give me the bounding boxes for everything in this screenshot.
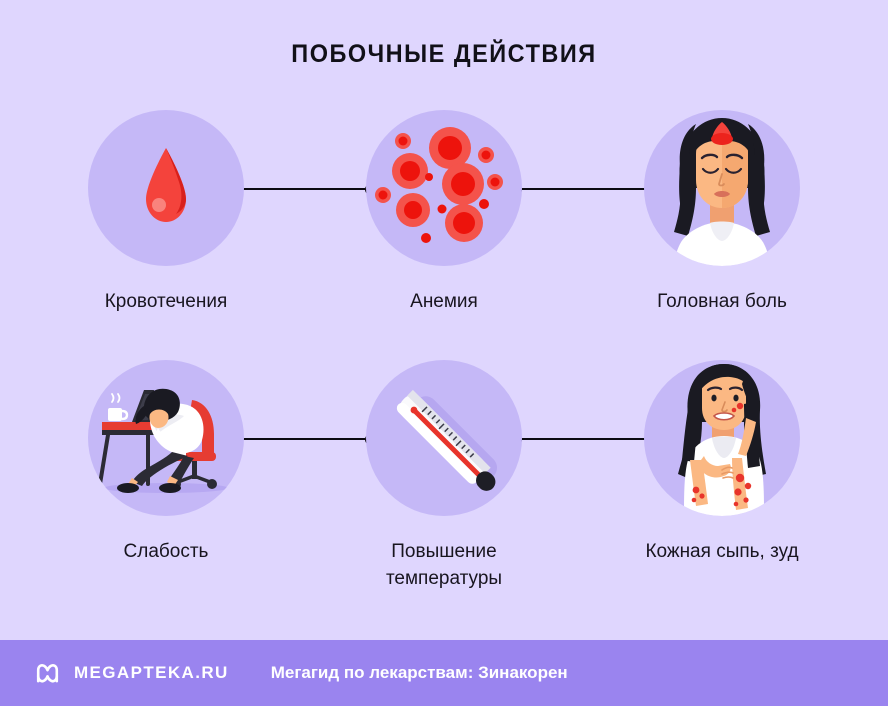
woman-headache-icon — [674, 118, 770, 266]
symptom-label: Повышение температуры — [296, 538, 592, 592]
symptom-item-headache[interactable]: Головная боль — [574, 110, 870, 315]
symptom-label: Кожная сыпь, зуд — [645, 541, 799, 562]
symptom-label-line2: температуры — [385, 568, 503, 589]
symptom-item-anemia[interactable]: Анемия — [296, 110, 592, 315]
symptom-item-weakness[interactable]: Слабость — [18, 360, 314, 565]
connector-line — [242, 188, 365, 190]
thermometer-icon — [396, 389, 498, 491]
footer-tagline: Мегагид по лекарствам: Зинакорен — [270, 663, 568, 682]
connector-line — [242, 438, 365, 440]
symptom-label-line1: Повышение — [391, 541, 497, 562]
blood-cells-icon — [375, 127, 503, 243]
connector-line — [522, 188, 645, 190]
symptoms-row-2: Слабость — [0, 360, 888, 610]
footer-bar: MEGAPTEKA.RU Мегагид по лекарствам: Зина… — [0, 640, 888, 706]
symptoms-row-1: Кровотечения — [0, 110, 888, 360]
symptom-icon-circle — [644, 110, 800, 266]
symptom-label: Кровотечения — [104, 291, 228, 312]
symptom-label: Головная боль — [657, 291, 787, 312]
megapteka-m-logo-icon — [36, 663, 59, 682]
symptom-item-rash[interactable]: Кожная сыпь, зуд — [574, 360, 870, 565]
symptom-icon-circle — [644, 360, 800, 516]
blood-drop-icon — [146, 148, 186, 222]
symptoms-grid: Кровотечения — [0, 110, 888, 610]
woman-skin-rash-icon — [678, 364, 766, 516]
woman-tired-at-desk-icon — [98, 388, 228, 493]
page-title: ПОБОЧНЫЕ ДЕЙСТВИЯ — [291, 40, 597, 68]
symptom-icon-circle — [366, 110, 522, 266]
footer-brand[interactable]: MEGAPTEKA.RU — [74, 663, 229, 682]
symptom-item-fever[interactable]: Повышение температуры — [296, 360, 592, 592]
symptom-icon-circle — [366, 360, 522, 516]
symptom-icon-circle — [88, 360, 244, 516]
symptom-label: Слабость — [123, 541, 209, 562]
symptom-icon-circle — [88, 110, 244, 266]
connector-line — [522, 438, 645, 440]
symptom-label: Анемия — [410, 291, 478, 312]
symptom-item-bleeding[interactable]: Кровотечения — [18, 110, 314, 315]
